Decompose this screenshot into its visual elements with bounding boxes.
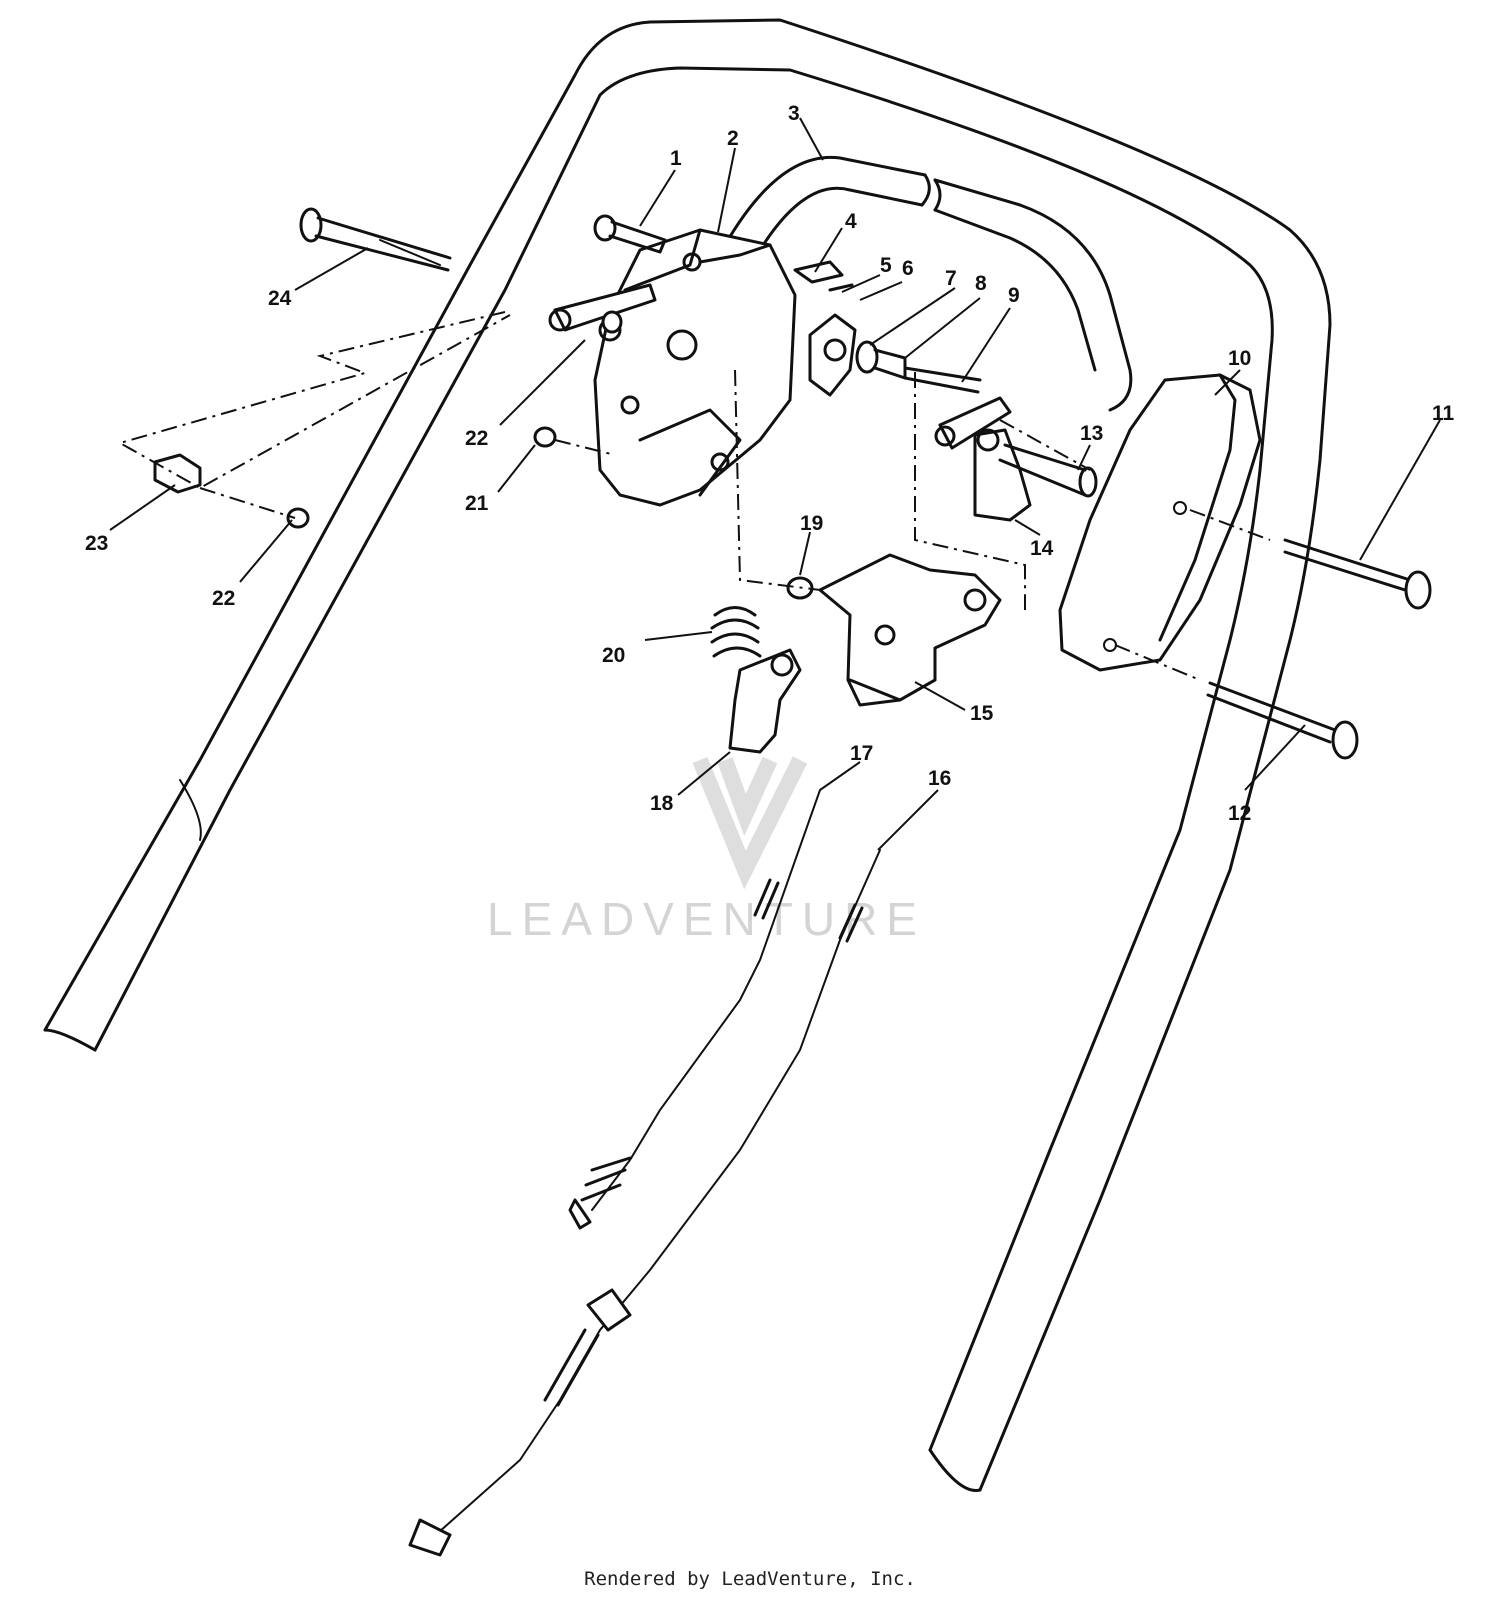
pawl-assembly: [793, 260, 982, 397]
callout-3: 3: [788, 102, 800, 125]
bolt-24: [299, 207, 452, 272]
cover: [1058, 373, 1262, 672]
callout-22-lower: 22: [212, 587, 235, 610]
callout-11: 11: [1432, 402, 1455, 425]
cable-16: [408, 849, 881, 1557]
callout-8: 8: [975, 272, 987, 295]
callout-23: 23: [85, 532, 108, 555]
center-lines: [117, 311, 1271, 681]
callout-16: 16: [928, 767, 951, 790]
callout-24: 24: [268, 287, 292, 310]
handle-tube: [43, 18, 1332, 1492]
callout-7: 7: [945, 267, 957, 290]
loop-handle: [723, 155, 1133, 412]
trigger-lever: [728, 648, 802, 754]
callout-4: 4: [845, 210, 857, 233]
control-housing: [593, 228, 797, 507]
callout-10: 10: [1228, 347, 1251, 370]
linkage-arm: [934, 396, 1098, 522]
footer-credit: Rendered by LeadVenture, Inc.: [584, 1568, 916, 1590]
callout-14: 14: [1030, 537, 1054, 560]
watermark-text: LEADVENTURE: [487, 893, 926, 945]
bolt-12: [1206, 681, 1359, 760]
spring: [710, 606, 762, 658]
callout-9: 9: [1008, 284, 1020, 307]
callout-2: 2: [727, 127, 739, 150]
callout-1: 1: [670, 147, 682, 170]
callout-18: 18: [650, 792, 674, 815]
callouts: 1 2 3 4 5 6 7 8 9 10 11 12 13 14 15 16 1…: [85, 102, 1455, 825]
watermark: LEADVENTURE: [487, 756, 926, 945]
cable-17: [568, 789, 821, 1230]
callout-20: 20: [602, 644, 625, 667]
callout-17: 17: [850, 742, 873, 765]
callout-21: 21: [465, 492, 489, 515]
callout-19: 19: [800, 512, 823, 535]
callout-12: 12: [1228, 802, 1251, 825]
callout-15: 15: [970, 702, 994, 725]
callout-22: 22: [465, 427, 488, 450]
bolt-11: [1283, 538, 1432, 610]
callout-13: 13: [1080, 422, 1103, 445]
bracket: [818, 553, 1002, 707]
leadventure-logo-icon: [692, 756, 808, 890]
callout-6: 6: [902, 257, 914, 280]
leader-lines: [109, 117, 1441, 851]
callout-5: 5: [880, 254, 892, 277]
bolt-1: [593, 214, 667, 254]
